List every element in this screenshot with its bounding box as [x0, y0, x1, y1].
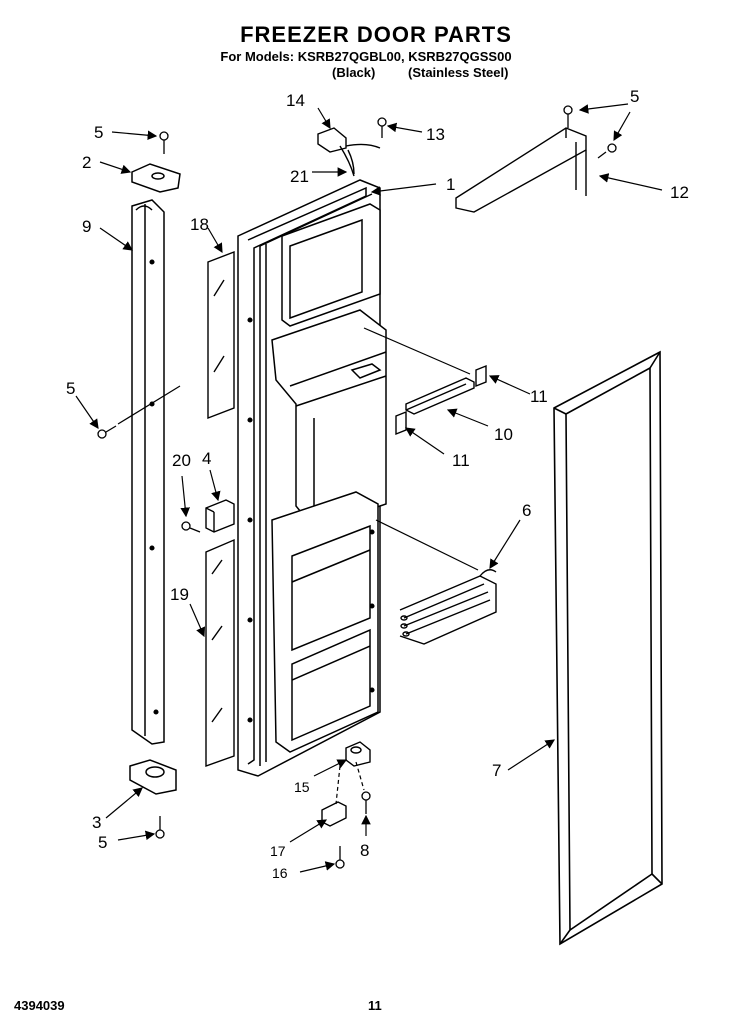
- rail-part: [395, 364, 487, 436]
- wire-shelf-part: [399, 569, 497, 645]
- handle-trim-part: [131, 199, 165, 745]
- callout-4: 4: [202, 449, 211, 468]
- callout-16: 16: [272, 865, 288, 881]
- callout-2: 2: [82, 153, 91, 172]
- callout-7: 7: [492, 761, 501, 780]
- wire-harness-part: [317, 127, 381, 177]
- callout-21: 21: [290, 167, 309, 186]
- callout-18: 18: [190, 215, 209, 234]
- top-trim-part: [455, 127, 587, 213]
- callout-13: 13: [426, 125, 445, 144]
- screw-icon: [97, 105, 617, 869]
- callout-5-bottom-left: 5: [98, 833, 107, 852]
- bottom-bracket-part: [321, 741, 371, 827]
- page-number: 11: [368, 998, 382, 1013]
- callout-14: 14: [286, 91, 305, 110]
- models-line: For Models: KSRB27QGBL00, KSRB27QGSS00: [220, 49, 512, 64]
- top-hinge-part: [131, 163, 181, 193]
- switch-block-part: [205, 499, 235, 533]
- page-title: FREEZER DOOR PARTS: [240, 22, 512, 47]
- bottom-hinge-part: [129, 759, 177, 795]
- callout-19: 19: [170, 585, 189, 604]
- finish-black-label: (Black): [332, 65, 376, 80]
- callout-11-upper: 11: [530, 387, 548, 406]
- callout-3: 3: [92, 813, 101, 832]
- callout-10: 10: [494, 425, 513, 444]
- callout-5-top-right: 5: [630, 87, 639, 106]
- callout-9: 9: [82, 217, 91, 236]
- finish-stainless-label: (Stainless Steel): [408, 65, 509, 80]
- callout-12: 12: [670, 183, 689, 202]
- callout-6: 6: [522, 501, 531, 520]
- callout-1: 1: [446, 175, 455, 194]
- callout-5-mid-left: 5: [66, 379, 75, 398]
- door-assembly-part: [237, 179, 387, 777]
- callout-20: 20: [172, 451, 191, 470]
- door-gasket-part: [553, 350, 663, 946]
- lower-panel-part: [205, 538, 235, 767]
- callout-17: 17: [270, 843, 286, 859]
- callout-8: 8: [360, 841, 369, 860]
- leader-lines: [75, 103, 663, 873]
- callout-15: 15: [294, 779, 310, 795]
- callout-11-lower: 11: [452, 451, 470, 470]
- document-number: 4394039: [14, 998, 65, 1013]
- callout-5-top-left: 5: [94, 123, 103, 142]
- upper-panel-part: [207, 250, 235, 420]
